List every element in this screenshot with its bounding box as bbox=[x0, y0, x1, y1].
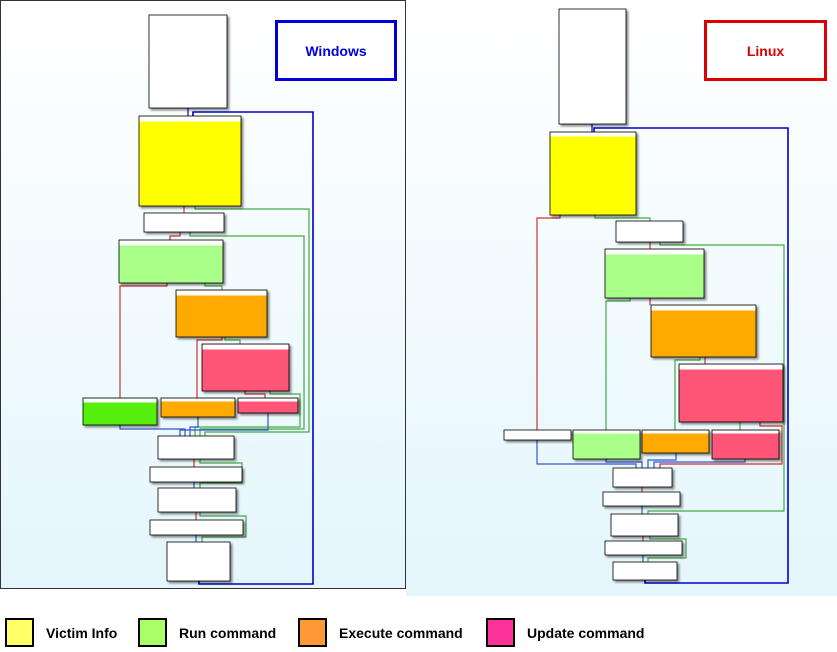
control-flow-graphs bbox=[82, 8, 789, 585]
lin-execute-command-block bbox=[650, 304, 757, 358]
windows-node-headers bbox=[83, 116, 298, 403]
win-exit-block bbox=[166, 541, 231, 582]
linux-title: Linux bbox=[704, 20, 827, 81]
win-loop-block-3 bbox=[149, 519, 244, 536]
linux-nodes bbox=[503, 8, 784, 581]
win-loop-block-2 bbox=[157, 487, 237, 513]
lin-run-command-block bbox=[604, 248, 705, 299]
lin-merge-block bbox=[612, 467, 673, 488]
legend-label: Execute command bbox=[339, 624, 463, 641]
legend-swatch-run-command bbox=[138, 618, 167, 647]
win-entry-block bbox=[148, 14, 228, 109]
lin-entry-block bbox=[558, 8, 627, 125]
legend-label: Run command bbox=[179, 624, 277, 641]
legend-item-execute-command: Execute command bbox=[298, 618, 463, 647]
lin-run-handler-block bbox=[572, 429, 641, 460]
legend-label: Update command bbox=[527, 624, 645, 641]
legend-swatch-update-command bbox=[486, 618, 515, 647]
legend-item-run-command: Run command bbox=[138, 618, 276, 647]
lin-exit-block bbox=[612, 561, 678, 581]
win-merge-block bbox=[157, 435, 235, 460]
lin-update-command-block bbox=[678, 363, 784, 423]
win-update-handler-block bbox=[237, 397, 299, 414]
legend-item-victim-info: Victim Info bbox=[5, 618, 117, 647]
linux-node-headers bbox=[550, 132, 783, 434]
windows-nodes bbox=[82, 14, 299, 582]
windows-title: Windows bbox=[275, 20, 397, 81]
lin-loop-block-3 bbox=[604, 540, 683, 556]
win-update-command-block bbox=[201, 343, 290, 392]
lin-victim-info-block bbox=[549, 131, 637, 216]
lin-execute-handler-block bbox=[641, 429, 710, 454]
lin-loop-block-2 bbox=[610, 513, 679, 537]
linux-edges bbox=[536, 124, 789, 584]
legend-swatch-victim-info bbox=[5, 618, 34, 647]
windows-edges bbox=[119, 108, 314, 585]
win-execute-command-block bbox=[175, 289, 268, 338]
lin-check-block bbox=[615, 220, 684, 243]
legend-label: Victim Info bbox=[46, 624, 118, 641]
win-run-command-block bbox=[118, 239, 224, 284]
win-loop-block-1 bbox=[149, 466, 243, 483]
lin-loop-block-1 bbox=[602, 491, 681, 507]
win-execute-handler-block bbox=[160, 397, 236, 418]
lin-update-handler-block bbox=[711, 429, 780, 460]
win-check-block bbox=[143, 212, 225, 233]
win-victim-info-block bbox=[138, 115, 242, 207]
legend-swatch-execute-command bbox=[298, 618, 327, 647]
lin-idle-block bbox=[503, 429, 572, 441]
legend-item-update-command: Update command bbox=[486, 618, 644, 647]
